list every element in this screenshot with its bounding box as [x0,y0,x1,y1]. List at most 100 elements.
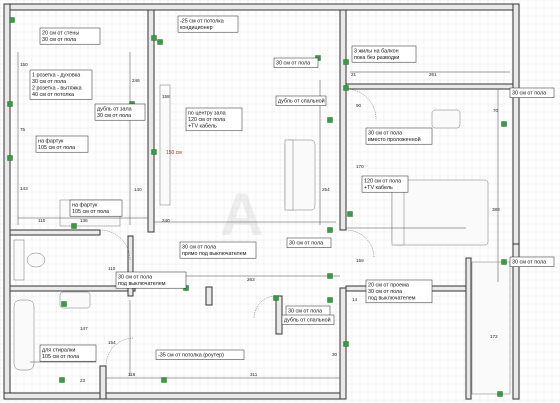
dim-label: 170 [356,164,364,169]
note-box [273,57,319,68]
dim-label: 110 [108,266,116,271]
wall-bottom [3,392,347,400]
note-box [365,279,433,304]
note-text: -35 см от потолка (роутер) [158,352,224,358]
note-text: 2 розетка - вытяжка [32,86,82,92]
door-bedroom-swing [345,229,375,259]
note-text: на фартук [38,138,64,144]
note-text: для стиралки [42,347,75,353]
note-text: +TV кабель [188,124,217,130]
dim-label: 147 [80,326,88,331]
note-text: 30 см от пола [368,130,402,136]
note-box [281,314,335,325]
socket-icon [71,223,77,229]
note-n13: 120 см от пола+TV кабель [361,175,409,193]
dim-label: 159 [356,258,364,263]
note-text: дубль от спальной [278,97,325,104]
note-text: кондиционер [180,25,213,31]
socket-icon [327,273,333,279]
wall-kitchen-bottom [9,229,101,236]
dimension-lines [17,52,510,379]
wall-kitchen-hall [147,9,155,233]
note-n9: дубль от спальной [275,95,327,106]
socket-icon [501,121,507,127]
note-text: 20 см от стены [42,30,79,36]
note-box [69,199,123,217]
dim-label: 30 [332,352,338,357]
dim-label: 172 [490,334,498,339]
dim-label: 110 [38,218,46,223]
sofa-back [284,139,294,211]
tv-stand [159,84,171,206]
note-text: 105 см от пола [38,145,75,151]
note-n17: 30 см от пола [509,256,555,267]
note-box [29,69,93,100]
note-n8: 30 см от пола [273,57,319,68]
dim-label: 150 [20,62,28,67]
socket-icon [501,259,507,265]
washbasin [59,291,91,309]
socket-icon [151,149,157,155]
dim-label: 154 [108,340,116,345]
note-text: 105 см от пола [72,209,109,215]
dim-label: 116 [128,372,136,377]
note-text: 105 см от пола [42,354,79,360]
dim-label: 311 [250,372,258,377]
wall-hall-bedroom [339,9,347,231]
note-text: под выключателем [368,296,416,302]
note-text: 30 см от пола [118,274,152,280]
dim-label: 21 [351,72,357,77]
note-text: 30 см от пола [97,113,131,119]
socket-icon [343,59,349,65]
bathtub [13,299,35,371]
dim-label: 14 [352,297,358,302]
note-box [94,103,146,121]
toilet [26,252,46,268]
dim-label: 263 [247,277,255,282]
sockets [7,17,507,397]
note-box [361,175,409,193]
dim-label: 136 [80,218,88,223]
note-text: 30 см от пола [368,289,402,295]
dim-label: 75 [20,127,26,132]
note-text: 120 см от пола [364,178,401,184]
note-box [275,95,327,106]
socket-icon [327,297,333,303]
note-text: 1 розетка - духовка [32,72,80,78]
dimension-labels: 150 75 143 110 136 246 140 240 158 150 с… [20,62,500,383]
socket-icon [343,341,349,347]
note-n20: дубль от спальной [281,314,335,325]
note-text: пока без разводки [354,55,399,61]
note-text: 3 жилы на балкон [354,48,399,54]
dim-label: 158 [162,94,170,99]
note-box [365,127,433,145]
door-balcony-swing [345,88,377,120]
note-box [179,241,257,259]
note-text: 30 см от пола [512,259,546,265]
note-text: под выключателем [118,281,166,287]
wall-wardrobe [465,257,472,400]
note-n22: -35 см от потолка (роутер) [155,349,245,360]
note-box [39,27,101,45]
note-box [115,271,187,289]
note-text: 30 см от пола [182,244,216,250]
note-n19: 30 см от пола [285,305,331,316]
dim-label: 140 [134,187,142,192]
dim-label: 254 [322,187,330,192]
dim-label: 70 [493,108,499,113]
dim-label-red: 150 см [166,150,182,156]
wall-balcony [345,83,514,90]
note-box [509,87,555,98]
note-box [155,349,245,360]
